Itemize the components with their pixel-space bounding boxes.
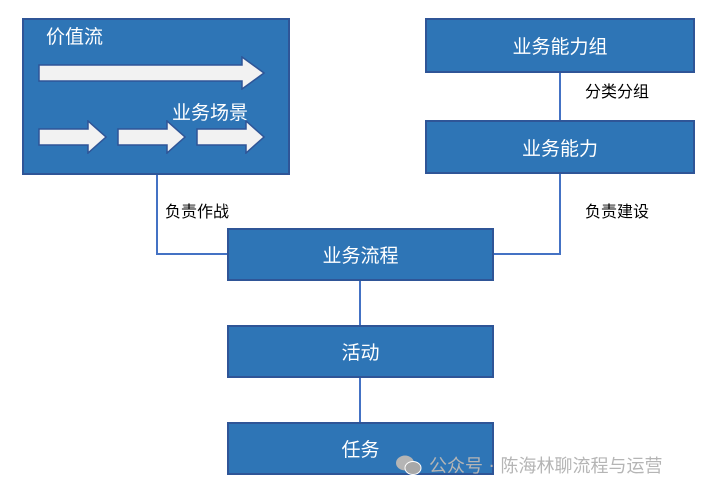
connector-line	[156, 253, 228, 255]
connector-line	[559, 173, 561, 255]
scenario-arrow-icon	[196, 120, 266, 154]
connector-line	[493, 253, 561, 255]
connector-line	[359, 378, 361, 422]
group-by-label: 分类分组	[585, 82, 650, 101]
activity-box: 活动	[227, 325, 494, 378]
task-box: 任务	[227, 422, 494, 475]
watermark: 公众号 · 陈海林聊流程与运营	[395, 452, 662, 478]
value-stream-arrow-icon	[38, 56, 266, 90]
connector-line	[156, 174, 158, 255]
watermark-name: 陈海林聊流程与运营	[500, 456, 663, 477]
value-stream-title: 价值流	[46, 26, 104, 48]
wechat-icon	[396, 455, 422, 475]
value-stream-box: 价值流 业务场景	[22, 18, 290, 175]
responsible-combat-label: 负责作战	[165, 202, 230, 221]
capability-box: 业务能力	[425, 120, 695, 174]
scenario-arrow-icon	[117, 120, 187, 154]
connector-line	[559, 73, 561, 120]
capability-group-box: 业务能力组	[425, 18, 695, 73]
watermark-prefix: 公众号 ·	[429, 456, 495, 477]
process-box: 业务流程	[227, 228, 494, 281]
business-scenario-label: 业务场景	[172, 102, 249, 124]
connector-line	[359, 281, 361, 325]
responsible-build-label: 负责建设	[585, 202, 650, 221]
scenario-arrow-icon	[38, 120, 108, 154]
